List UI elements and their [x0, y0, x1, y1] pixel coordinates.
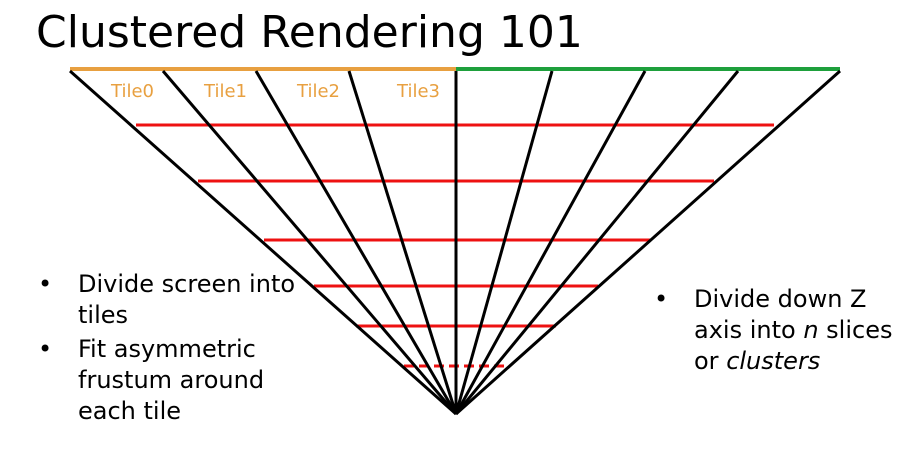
frustum-lines [69, 69, 841, 416]
frustum-edge-line [455, 69, 841, 416]
tile-label: Tile2 [296, 81, 340, 102]
bullet-divide-z: Divide down Z axis into n slices or clus… [654, 284, 894, 377]
frustum-edge-line [454, 70, 740, 415]
tile-label: Tile3 [396, 81, 440, 102]
frustum-edge-line [254, 70, 458, 415]
bullet-divide-z-prefix: Divide down Z axis into [694, 285, 867, 344]
slide-title: Clustered Rendering 101 [36, 7, 583, 58]
tile-label: Tile1 [203, 81, 247, 102]
frustum-edge-line [454, 70, 554, 415]
frustum-edge-line [69, 69, 457, 416]
left-bullet-list: Divide screen into tiles Fit asymmetric … [38, 269, 308, 430]
bullet-n-italic: n [803, 316, 819, 344]
right-bullet-list: Divide down Z axis into n slices or clus… [654, 284, 894, 377]
tile-labels: Tile0 Tile1 Tile2 Tile3 [110, 81, 440, 102]
frustum-edge-line [454, 70, 647, 415]
frustum-edge-line [161, 70, 458, 415]
bullet-clusters-italic: clusters [726, 347, 821, 375]
bullet-divide-screen: Divide screen into tiles [38, 269, 308, 331]
bullet-fit-frustum: Fit asymmetric frustum around each tile [38, 334, 308, 427]
frustum-edge-line [347, 70, 458, 415]
bullet-divide-z-middle: slices or [694, 316, 893, 375]
tile-label: Tile0 [110, 81, 154, 102]
